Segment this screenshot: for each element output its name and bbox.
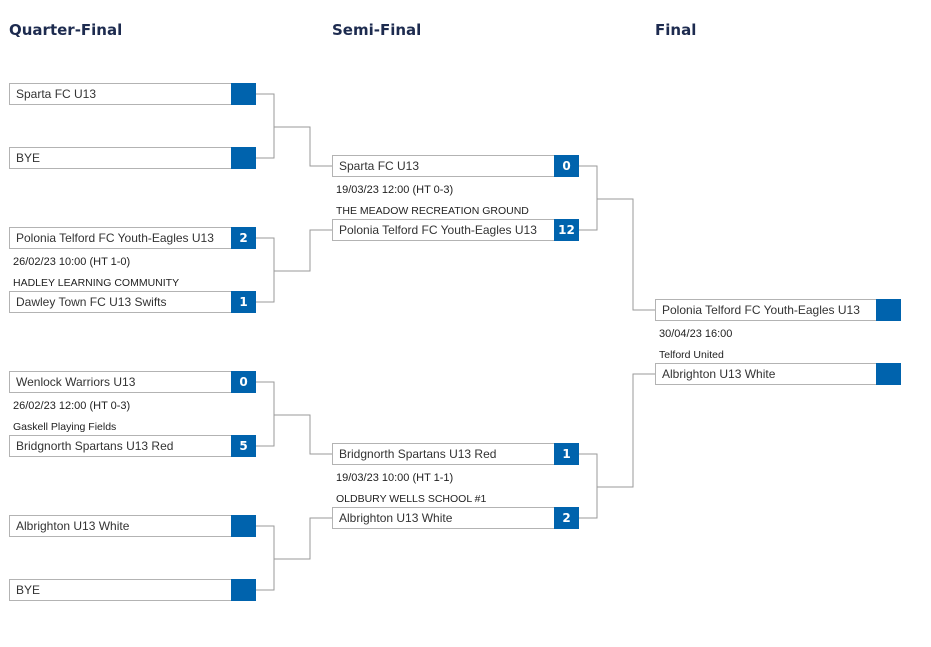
- connector-qf1: [256, 93, 275, 159]
- connector-sf1-out: [597, 198, 655, 311]
- team-name: Albrighton U13 White: [662, 367, 776, 381]
- score-box: [231, 515, 256, 537]
- connector-sf1: [579, 165, 598, 231]
- final-home-team[interactable]: Polonia Telford FC Youth-Eagles U13: [655, 299, 901, 321]
- qf3-datetime: 26/02/23 12:00 (HT 0-3): [13, 400, 131, 412]
- final-venue: Telford United: [659, 349, 724, 361]
- connector-qf2-out: [274, 229, 332, 272]
- score-box: 2: [231, 227, 256, 249]
- team-name: Polonia Telford FC Youth-Eagles U13: [16, 231, 214, 245]
- round-title-semi-final: Semi-Final: [332, 21, 422, 39]
- score-box: 1: [231, 291, 256, 313]
- team-name: Dawley Town FC U13 Swifts: [16, 295, 167, 309]
- qf2-venue: HADLEY LEARNING COMMUNITY: [13, 277, 180, 289]
- sf2-venue: OLDBURY WELLS SCHOOL #1: [336, 493, 487, 505]
- final-datetime: 30/04/23 16:00: [659, 328, 733, 340]
- score-box: [876, 299, 901, 321]
- sf1-datetime: 19/03/23 12:00 (HT 0-3): [336, 184, 454, 196]
- score-box: [231, 147, 256, 169]
- score-box: [231, 579, 256, 601]
- sf1-venue: THE MEADOW RECREATION GROUND: [336, 205, 529, 217]
- qf3-venue: Gaskell Playing Fields: [13, 421, 117, 433]
- qf1-home-team[interactable]: Sparta FC U13: [9, 83, 256, 105]
- sf2-away-team[interactable]: Albrighton U13 White 2: [332, 507, 579, 529]
- qf1-away-team[interactable]: BYE: [9, 147, 256, 169]
- qf4-home-team[interactable]: Albrighton U13 White: [9, 515, 256, 537]
- team-name: Polonia Telford FC Youth-Eagles U13: [662, 303, 860, 317]
- team-name: Wenlock Warriors U13: [16, 375, 136, 389]
- team-name: BYE: [16, 151, 41, 165]
- team-name: Albrighton U13 White: [16, 519, 130, 533]
- score-box: [876, 363, 901, 385]
- connector-qf4-out: [274, 517, 332, 560]
- team-name: Sparta FC U13: [339, 159, 420, 173]
- team-name: Bridgnorth Spartans U13 Red: [16, 439, 174, 453]
- team-name: Polonia Telford FC Youth-Eagles U13: [339, 223, 537, 237]
- score-box: 0: [231, 371, 256, 393]
- connector-qf1-out: [274, 126, 332, 167]
- qf3-away-team[interactable]: Bridgnorth Spartans U13 Red 5: [9, 435, 256, 457]
- sf1-away-team[interactable]: Polonia Telford FC Youth-Eagles U13 12: [332, 219, 579, 241]
- connector-sf2: [579, 453, 598, 519]
- connector-sf2-out: [597, 373, 655, 488]
- connector-qf4: [256, 525, 275, 591]
- round-title-quarter-final: Quarter-Final: [9, 21, 123, 39]
- team-name: Bridgnorth Spartans U13 Red: [339, 447, 497, 461]
- qf3-home-team[interactable]: Wenlock Warriors U13 0: [9, 371, 256, 393]
- qf2-datetime: 26/02/23 10:00 (HT 1-0): [13, 256, 131, 268]
- score-box: [231, 83, 256, 105]
- score-box: 0: [554, 155, 579, 177]
- connector-qf3: [256, 381, 275, 447]
- qf4-away-team[interactable]: BYE: [9, 579, 256, 601]
- score-box: 2: [554, 507, 579, 529]
- sf1-home-team[interactable]: Sparta FC U13 0: [332, 155, 579, 177]
- final-away-team[interactable]: Albrighton U13 White: [655, 363, 901, 385]
- qf2-away-team[interactable]: Dawley Town FC U13 Swifts 1: [9, 291, 256, 313]
- connector-qf3-out: [274, 414, 332, 455]
- sf2-home-team[interactable]: Bridgnorth Spartans U13 Red 1: [332, 443, 579, 465]
- team-name: BYE: [16, 583, 41, 597]
- sf2-datetime: 19/03/23 10:00 (HT 1-1): [336, 472, 454, 484]
- team-name: Albrighton U13 White: [339, 511, 453, 525]
- score-box: 12: [554, 219, 579, 241]
- score-box: 1: [554, 443, 579, 465]
- round-title-final: Final: [655, 21, 697, 39]
- connector-qf2: [256, 237, 275, 303]
- qf2-home-team[interactable]: Polonia Telford FC Youth-Eagles U13 2: [9, 227, 256, 249]
- score-box: 5: [231, 435, 256, 457]
- team-name: Sparta FC U13: [16, 87, 97, 101]
